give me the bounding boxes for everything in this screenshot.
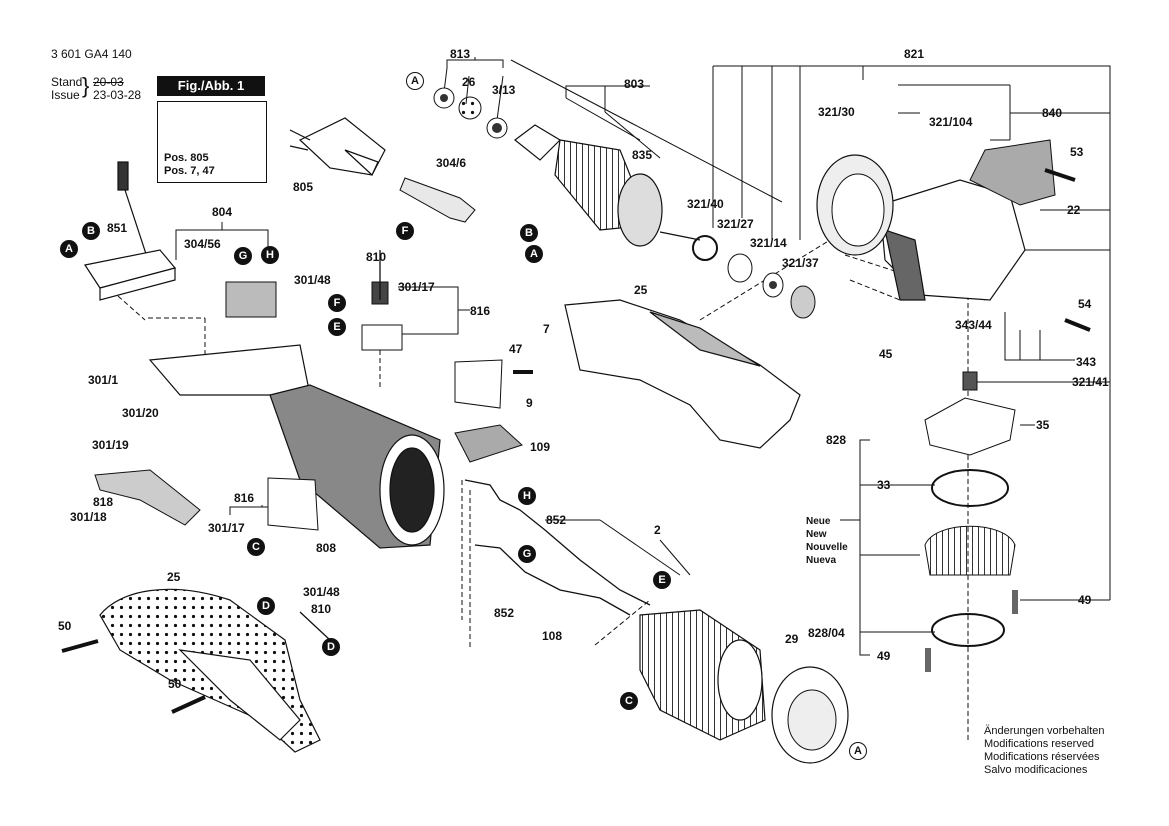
connector-badge-f: F <box>328 294 346 312</box>
part-label: 54 <box>1078 297 1092 311</box>
part-label: 301/18 <box>70 510 107 524</box>
part-label: 808 <box>316 541 337 555</box>
connector-badge-a: A <box>849 742 867 760</box>
connector-badge-e: E <box>328 318 346 336</box>
part-label: 828/04 <box>808 626 845 640</box>
part-label: 321/27 <box>717 217 754 231</box>
part-label: 45 <box>879 347 893 361</box>
part-label: 26 <box>462 75 476 89</box>
connector-badge-a: A <box>406 72 424 90</box>
connector-badge-a: A <box>525 245 543 263</box>
part-label: 301/1 <box>88 373 119 387</box>
warning-line-2: Pos. 7, 47 <box>164 165 215 177</box>
part-label: 301/48 <box>303 585 340 599</box>
handle-upper-drawing <box>564 299 801 449</box>
part-label: 821 <box>904 47 925 61</box>
doc-number: 3 601 GA4 140 <box>51 47 132 61</box>
part-label: 25 <box>167 570 181 584</box>
stand-label: Stand <box>51 75 83 89</box>
part-label: 47 <box>509 342 523 356</box>
connector-badge-f: F <box>396 222 414 240</box>
part-label: 301/20 <box>122 406 159 420</box>
connector-badge-d: D <box>257 597 275 615</box>
part-label: 29 <box>785 632 799 646</box>
part-label: 109 <box>530 440 551 454</box>
part-label: 49 <box>1078 593 1092 607</box>
part-label: 304/56 <box>184 237 221 251</box>
part-label: 49 <box>877 649 891 663</box>
part-label: 108 <box>542 629 563 643</box>
part-label: 53 <box>1070 145 1084 159</box>
part-label: 810 <box>366 250 387 264</box>
part-label: 33 <box>877 478 891 492</box>
part-label: 840 <box>1042 106 1063 120</box>
part-label: 321/14 <box>750 236 787 250</box>
part-label: 321/37 <box>782 256 819 270</box>
issue-date: 23-03-28 <box>93 88 142 102</box>
connector-badge-d: D <box>322 638 340 656</box>
modification-notes: Änderungen vorbehalten Modifications res… <box>984 725 1105 776</box>
part-label: 816 <box>234 491 255 505</box>
connector-badge-e: E <box>653 571 671 589</box>
part-label: 9 <box>526 396 533 410</box>
connector-badge-h: H <box>261 246 279 264</box>
connector-badge-b: B <box>520 224 538 242</box>
figure-title: Fig./Abb. 1 <box>157 76 265 96</box>
part-label: 813 <box>450 47 471 61</box>
connector-badge-h: H <box>518 487 536 505</box>
part-label: 851 <box>107 221 128 235</box>
stand-date: 20-03 <box>93 75 124 89</box>
field-coil-drawing <box>639 609 766 741</box>
part-label: 321/40 <box>687 197 724 211</box>
connector-badge-b: B <box>82 222 100 240</box>
handle-lower-drawing <box>99 588 321 753</box>
part-label: 50 <box>168 677 182 691</box>
plug-drawing <box>289 117 386 177</box>
connector-badge-c: C <box>620 692 638 710</box>
warning-line-1: Pos. 805 <box>164 152 209 164</box>
switch-housing-drawing <box>84 161 177 301</box>
armature-drawing <box>514 124 701 247</box>
part-label: 818 <box>93 495 114 509</box>
brace: } <box>82 73 90 98</box>
part-label: 343 <box>1076 355 1097 369</box>
part-label: 835 <box>632 148 653 162</box>
part-label: 7 <box>543 322 550 336</box>
part-label: 852 <box>546 513 567 527</box>
part-label: 803 <box>624 77 645 91</box>
part-label: 301/17 <box>398 280 435 294</box>
part-label: 805 <box>293 180 314 194</box>
part-label: 852 <box>494 606 515 620</box>
connector-badge-c: C <box>247 538 265 556</box>
part-label: 3/13 <box>492 83 516 97</box>
part-label: 50 <box>58 619 72 633</box>
part-label: 321/41 <box>1072 375 1109 389</box>
motor-housing-drawing <box>148 344 445 549</box>
part-label: 301/48 <box>294 273 331 287</box>
part-label: 810 <box>311 602 332 616</box>
part-label: 22 <box>1067 203 1081 217</box>
connector-badge-g: G <box>234 247 252 265</box>
part-label: 35 <box>1036 418 1050 432</box>
part-label: 304/6 <box>436 156 467 170</box>
connector-badge-g: G <box>518 545 536 563</box>
issue-label: Issue <box>51 88 80 102</box>
part-label: 828 <box>826 433 847 447</box>
part-label: 321/30 <box>818 105 855 119</box>
part-label: 25 <box>634 283 648 297</box>
gear-housing-drawing <box>879 179 1026 301</box>
warning-box: Pos. 805 Pos. 7, 47 <box>157 101 267 183</box>
part-label: 301/19 <box>92 438 129 452</box>
part-label: 816 <box>470 304 491 318</box>
new-version-legend: Neue New Nouvelle Nueva <box>806 516 848 566</box>
part-label: 301/17 <box>208 521 245 535</box>
part-label: 343/44 <box>955 318 992 332</box>
connector-badge-a: A <box>60 240 78 258</box>
part-label: 321/104 <box>929 115 973 129</box>
part-label: 804 <box>212 205 233 219</box>
part-label: 2 <box>654 523 661 537</box>
